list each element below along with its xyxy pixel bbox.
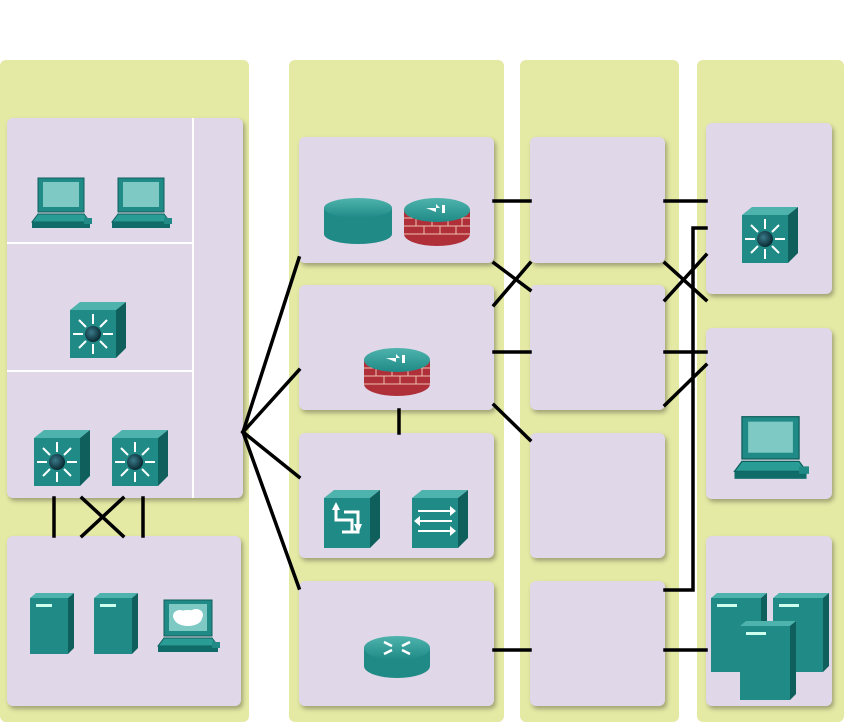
ip-phone-switch-icon — [324, 490, 380, 548]
server-icon — [740, 621, 796, 700]
layer2-switch-icon — [412, 490, 468, 548]
cloud-pc-icon — [157, 599, 220, 652]
pc-icon — [733, 416, 810, 479]
col3-box-4 — [530, 581, 665, 706]
server-icon — [773, 593, 829, 672]
firewall-icon — [404, 198, 470, 246]
col3-box-3 — [530, 433, 665, 558]
router-icon — [364, 636, 430, 678]
firewall-icon — [364, 348, 430, 396]
block-divider-2 — [7, 370, 193, 372]
multilayer-switch-icon — [34, 430, 90, 486]
block-divider-vertical — [192, 118, 194, 498]
block-divider-1 — [7, 242, 193, 244]
server-icon — [94, 593, 138, 654]
multilayer-switch-icon — [70, 302, 126, 358]
multilayer-switch-icon — [742, 207, 798, 263]
pc-icon — [111, 177, 172, 228]
col3-box-2 — [530, 285, 665, 410]
server-icon — [30, 593, 74, 654]
multilayer-switch-icon — [112, 430, 168, 486]
database-icon — [324, 198, 392, 244]
pc-icon — [31, 177, 92, 228]
col3-box-1 — [530, 137, 665, 263]
